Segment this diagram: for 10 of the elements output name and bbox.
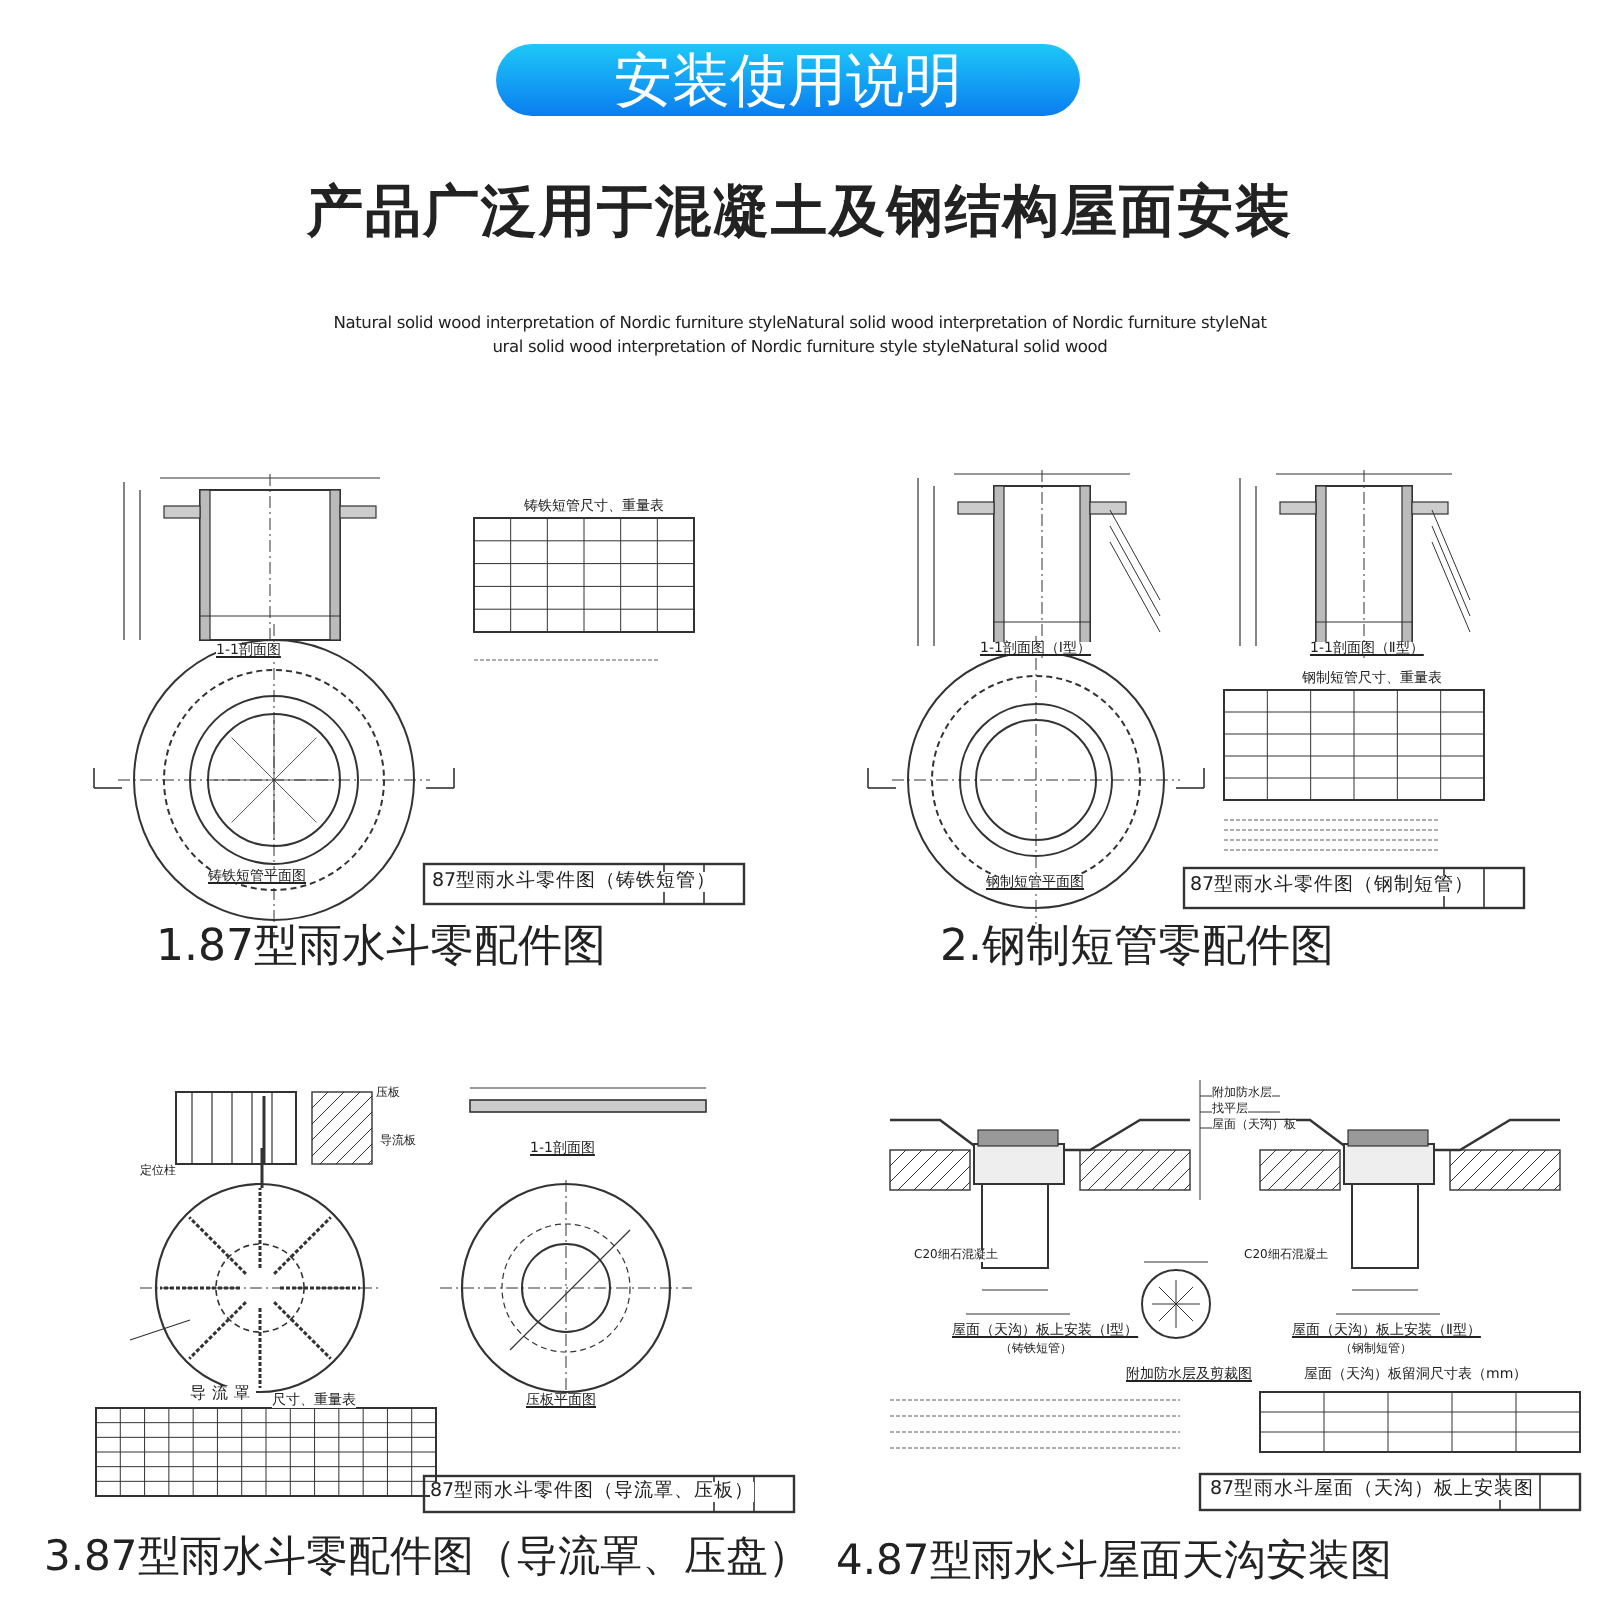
panel-caption: 4.87型雨水斗屋面天沟安装图 <box>836 1534 1392 1588</box>
drawing-title: 87型雨水斗屋面（天沟）板上安装图 <box>1210 1480 1535 1499</box>
view-title: 导流罩 <box>190 1386 256 1402</box>
title-banner: 安装使用说明 <box>496 44 1080 116</box>
drawing-title: 87型雨水斗零件图（导流罩、压板） <box>430 1482 755 1501</box>
panel-caption: 1.87型雨水斗零配件图 <box>156 920 606 976</box>
description-text: Natural solid wood interpretation of Nordic furniture styleNatural solid wood interpretation of Nordic furniture styleNatural solid wood interpretation of Nordic furniture style styleNatural solid wood <box>331 310 1269 359</box>
subtitle: 产品广泛用于混凝土及钢结构屋面安装 <box>307 184 1293 240</box>
panel-caption: 2.钢制短管零配件图 <box>940 920 1334 976</box>
panel-caption: 3.87型雨水斗零配件图（导流罩、压盘） <box>44 1530 810 1584</box>
